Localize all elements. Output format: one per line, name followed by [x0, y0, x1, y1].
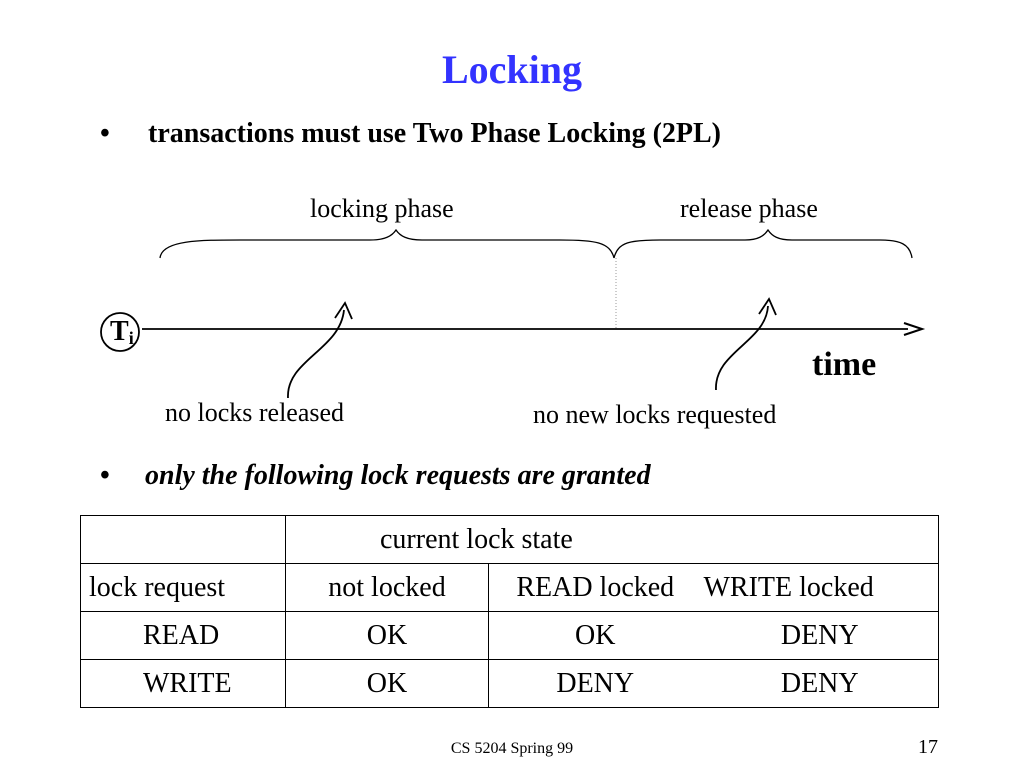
no-locks-released-label: no locks released — [165, 398, 345, 427]
arrowhead-1-icon — [334, 301, 353, 320]
lock-compatibility-table: current lock state lock request not lock… — [80, 515, 939, 708]
slide-title: Locking — [441, 47, 583, 92]
column-header: not locked — [285, 563, 489, 612]
transaction-subscript: i — [128, 328, 134, 348]
bullet-text: only the following lock requests are gra… — [145, 460, 651, 491]
column-header: lock request — [80, 563, 286, 612]
bullet-dot-icon: • — [100, 460, 110, 491]
arrow-no-locks-released — [287, 309, 345, 399]
column-header: READ locked — [488, 563, 702, 612]
table-cell: DENY — [701, 611, 939, 660]
release-phase-brace — [613, 228, 913, 259]
table-cell: DENY — [488, 659, 702, 708]
bullet-text: transactions must use Two Phase Locking … — [148, 118, 722, 149]
table-cell: OK — [285, 659, 489, 708]
transaction-label: Ti — [110, 316, 134, 349]
arrow-no-new-locks — [715, 305, 769, 391]
bullet-dot-icon: • — [100, 118, 110, 149]
table-cell: WRITE — [80, 659, 286, 708]
transaction-letter: T — [110, 316, 129, 347]
current-lock-state-header: current lock state — [285, 515, 939, 564]
table-row: WRITE OK DENY DENY — [80, 659, 939, 708]
locking-phase-brace — [159, 228, 615, 259]
time-arrowhead-icon — [903, 322, 926, 336]
table-cell: OK — [285, 611, 489, 660]
table-column-row: lock request not locked READ locked WRIT… — [80, 563, 939, 612]
transaction-circle — [100, 312, 140, 352]
slide-footer: CS 5204 Spring 99 — [450, 740, 574, 757]
table-cell: OK — [488, 611, 702, 660]
time-label: time — [812, 346, 877, 383]
table-header-row: current lock state — [80, 515, 939, 564]
release-phase-label: release phase — [680, 194, 818, 223]
table-cell: DENY — [701, 659, 939, 708]
no-new-locks-label: no new locks requested — [533, 400, 777, 429]
locking-phase-label: locking phase — [310, 194, 454, 223]
table-cell: READ — [80, 611, 286, 660]
column-header: WRITE locked — [701, 563, 939, 612]
arrowhead-2-icon — [758, 297, 777, 316]
empty-header-cell — [80, 515, 286, 564]
table-row: READ OK OK DENY — [80, 611, 939, 660]
page-number: 17 — [918, 736, 938, 758]
